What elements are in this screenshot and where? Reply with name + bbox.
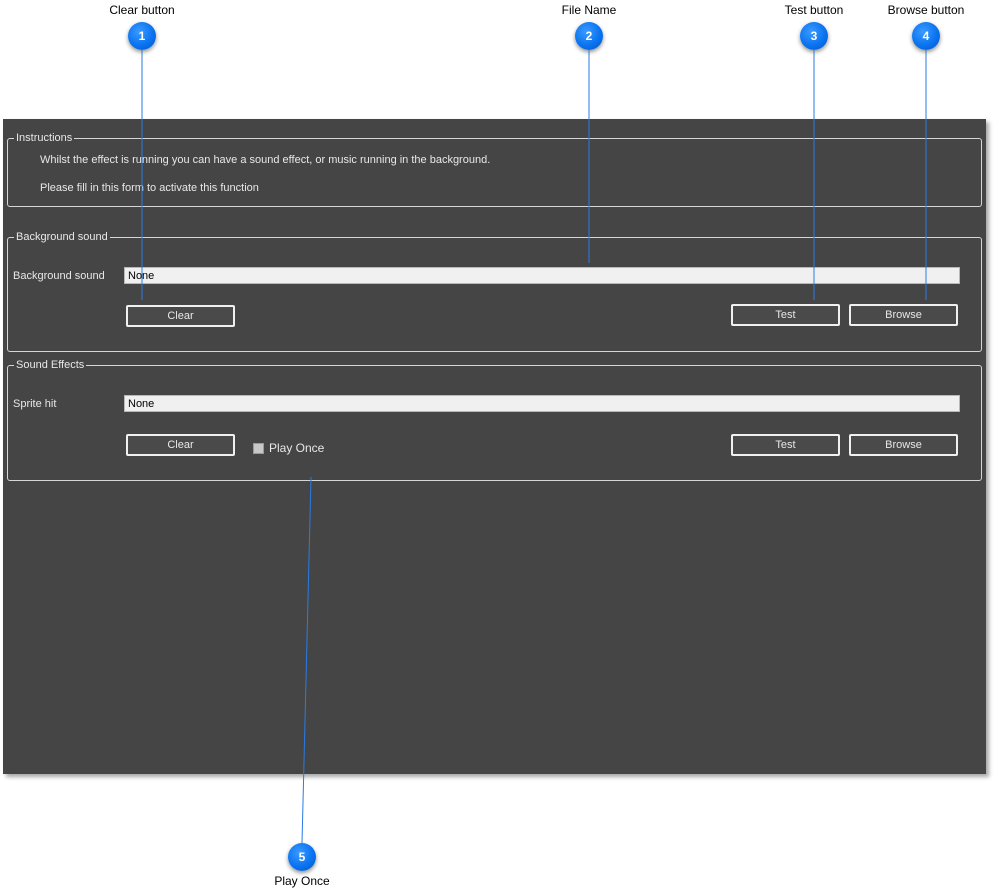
sound-effects-group: Sound Effects Sprite hit None Clear Play… bbox=[7, 358, 982, 481]
sound-effects-clear-button[interactable]: Clear bbox=[126, 434, 235, 456]
sound-settings-panel: Instructions Whilst the effect is runnin… bbox=[3, 119, 986, 774]
callout-badge-5: 5 bbox=[288, 843, 316, 871]
callout-label-play-once: Play Once bbox=[274, 874, 330, 888]
instructions-legend: Instructions bbox=[14, 131, 75, 145]
instructions-line-1: Whilst the effect is running you can hav… bbox=[40, 154, 491, 166]
background-sound-test-button[interactable]: Test bbox=[731, 304, 840, 326]
callout-label-clear-button: Clear button bbox=[109, 3, 175, 17]
sprite-hit-label: Sprite hit bbox=[13, 398, 57, 410]
callout-badge-4: 4 bbox=[912, 22, 940, 50]
background-sound-field-label: Background sound bbox=[13, 270, 105, 282]
background-sound-legend: Background sound bbox=[14, 230, 110, 244]
background-sound-browse-button[interactable]: Browse bbox=[849, 304, 958, 326]
callout-label-browse-button: Browse button bbox=[887, 3, 965, 17]
background-sound-file-field[interactable]: None bbox=[124, 267, 960, 284]
instructions-group: Instructions Whilst the effect is runnin… bbox=[7, 131, 982, 207]
sound-effects-browse-button[interactable]: Browse bbox=[849, 434, 958, 456]
callout-badge-2: 2 bbox=[575, 22, 603, 50]
callout-label-test-button: Test button bbox=[784, 3, 844, 17]
sound-effects-legend: Sound Effects bbox=[14, 358, 87, 372]
background-sound-clear-button[interactable]: Clear bbox=[126, 305, 235, 327]
instructions-line-2: Please fill in this form to activate thi… bbox=[40, 182, 259, 194]
play-once-checkbox[interactable] bbox=[253, 443, 264, 454]
play-once-label[interactable]: Play Once bbox=[269, 441, 325, 455]
sound-effects-test-button[interactable]: Test bbox=[731, 434, 840, 456]
sprite-hit-file-field[interactable]: None bbox=[124, 395, 960, 412]
background-sound-group: Background sound Background sound None C… bbox=[7, 230, 982, 352]
callout-label-file-name: File Name bbox=[561, 3, 617, 17]
callout-badge-1: 1 bbox=[128, 22, 156, 50]
callout-badge-3: 3 bbox=[800, 22, 828, 50]
